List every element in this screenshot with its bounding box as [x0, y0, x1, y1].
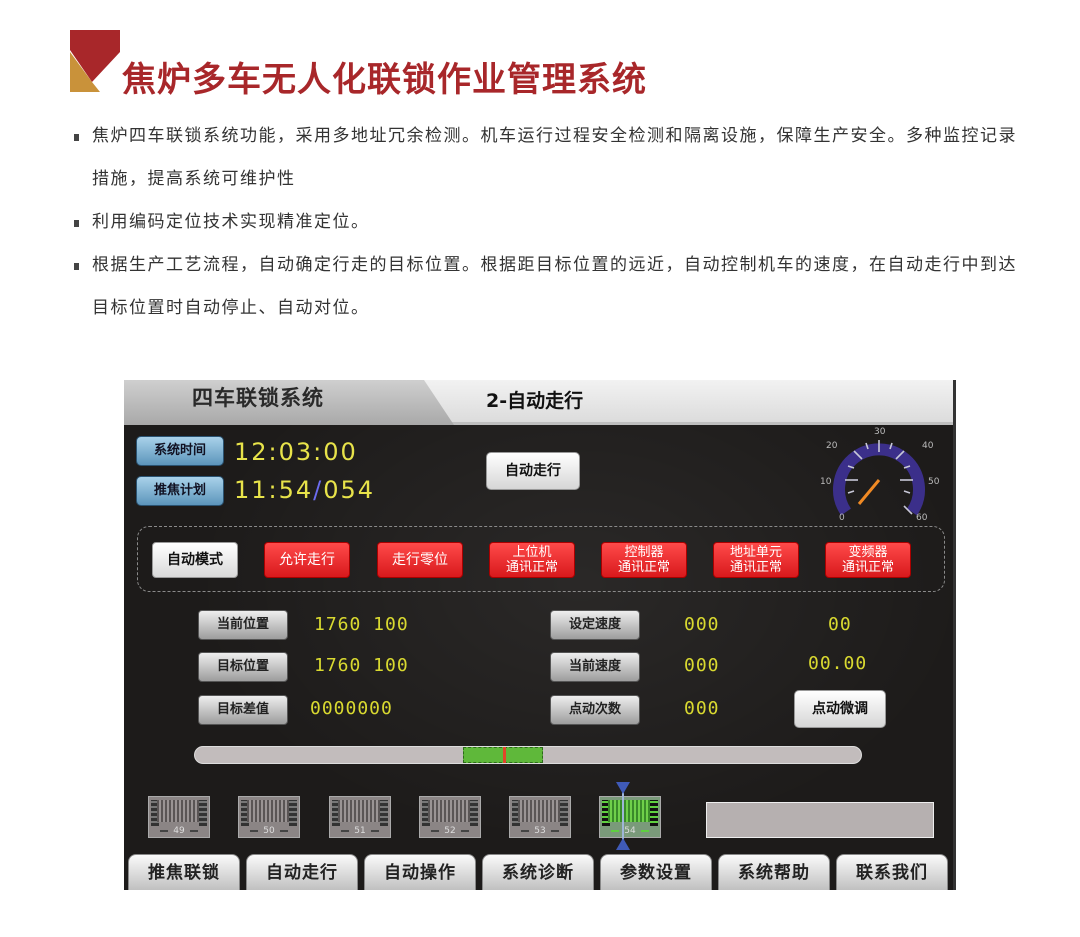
oven-number: 52	[420, 826, 480, 836]
walk-zero-indicator: 走行零位	[377, 542, 463, 578]
hmi-header: 四车联锁系统 2-自动走行	[124, 380, 953, 425]
feature-item: 根据生产工艺流程，自动确定行走的目标位置。根据距目标位置的远近，自动控制机车的速…	[72, 244, 1022, 330]
address-unit-comm-line1: 地址单元	[729, 545, 782, 560]
target-difference-label: 目标差值	[198, 695, 288, 725]
target-position-value: 1760 100	[314, 655, 409, 676]
jog-count-value: 000	[684, 698, 720, 719]
oven-49[interactable]: 49	[148, 796, 210, 838]
hmi-screen: 四车联锁系统 2-自动走行 系统时间 12:03:00 推焦计划 11:54/0…	[124, 380, 956, 890]
gauge-label-60: 60	[916, 513, 928, 523]
current-speed-extra: 00.00	[808, 653, 868, 674]
controller-comm-indicator: 控制器 通讯正常	[601, 542, 687, 578]
inverter-comm-line2: 通讯正常	[841, 560, 894, 575]
jog-adjust-button[interactable]: 点动微调	[794, 690, 886, 728]
nav-push-coke-interlock[interactable]: 推焦联锁	[128, 854, 240, 890]
gauge-label-0: 0	[839, 513, 845, 523]
oven-54-active[interactable]: 54	[599, 796, 661, 838]
controller-comm-line1: 控制器	[624, 545, 664, 560]
host-comm-line1: 上位机	[512, 545, 552, 560]
speed-gauge: 0 10 20 30 40 50 60	[820, 427, 940, 523]
controller-comm-line2: 通讯正常	[617, 560, 670, 575]
gauge-label-30: 30	[874, 427, 886, 437]
auto-walk-button[interactable]: 自动走行	[486, 452, 580, 490]
gauge-needle	[857, 479, 881, 505]
current-position-label: 当前位置	[198, 610, 288, 640]
nav-auto-walk[interactable]: 自动走行	[246, 854, 358, 890]
system-name-tab	[124, 380, 454, 425]
system-name: 四车联锁系统	[192, 386, 324, 410]
walk-permitted-indicator: 允许走行	[264, 542, 350, 578]
push-plan-time: 11:54	[234, 476, 314, 504]
feature-list: 焦炉四车联锁系统功能，采用多地址冗余检测。机车运行过程安全检测和隔离设施，保障生…	[72, 115, 1022, 330]
oven-number: 54	[600, 826, 660, 836]
oven-number: 53	[510, 826, 570, 836]
inverter-comm-indicator: 变频器 通讯正常	[825, 542, 911, 578]
current-speed-label: 当前速度	[550, 652, 640, 682]
push-plan-oven: 054	[323, 476, 376, 504]
set-speed-value: 000	[684, 614, 720, 635]
oven-number: 51	[330, 826, 390, 836]
gauge-label-50: 50	[928, 477, 940, 487]
gauge-labels: 0 10 20 30 40 50 60	[820, 427, 940, 523]
status-strip: 自动模式 允许走行 走行零位 上位机 通讯正常 控制器 通讯正常 地址单元 通讯…	[137, 526, 945, 592]
pointer-up-icon	[616, 838, 630, 850]
gauge-ticks	[845, 440, 913, 515]
push-plan-value: 11:54/054	[234, 476, 375, 504]
host-comm-line2: 通讯正常	[505, 560, 558, 575]
oven-51[interactable]: 51	[329, 796, 391, 838]
screen-name: 2-自动走行	[486, 390, 584, 412]
feature-item: 焦炉四车联锁系统功能，采用多地址冗余检测。机车运行过程安全检测和隔离设施，保障生…	[72, 115, 1022, 201]
current-speed-value: 000	[684, 655, 720, 676]
set-speed-extra: 00	[828, 614, 852, 635]
nav-system-help[interactable]: 系统帮助	[718, 854, 830, 890]
car-position-marker	[503, 747, 506, 763]
auto-mode-button[interactable]: 自动模式	[152, 542, 238, 578]
set-speed-label: 设定速度	[550, 610, 640, 640]
position-track	[194, 746, 862, 764]
gauge-label-10: 10	[820, 477, 832, 487]
nav-parameter-settings[interactable]: 参数设置	[600, 854, 712, 890]
car-pointer-line	[622, 784, 624, 850]
nav-contact-us[interactable]: 联系我们	[836, 854, 948, 890]
bottom-nav: 推焦联锁 自动走行 自动操作 系统诊断 参数设置 系统帮助 联系我们	[124, 850, 953, 890]
address-unit-comm-line2: 通讯正常	[729, 560, 782, 575]
nav-auto-operation[interactable]: 自动操作	[364, 854, 476, 890]
push-plan-separator: /	[313, 476, 324, 504]
nav-system-diagnosis[interactable]: 系统诊断	[482, 854, 594, 890]
oven-50[interactable]: 50	[238, 796, 300, 838]
gauge-label-20: 20	[826, 441, 838, 451]
target-position-label: 目标位置	[198, 652, 288, 682]
oven-53[interactable]: 53	[509, 796, 571, 838]
oven-number: 49	[149, 826, 209, 836]
jog-count-label: 点动次数	[550, 695, 640, 725]
brand-logo-icon	[70, 30, 120, 92]
address-unit-comm-indicator: 地址单元 通讯正常	[713, 542, 799, 578]
system-time-label: 系统时间	[136, 436, 224, 466]
target-difference-value: 0000000	[310, 698, 393, 719]
inverter-comm-line1: 变频器	[848, 545, 888, 560]
pointer-down-icon	[616, 782, 630, 794]
host-comm-indicator: 上位机 通讯正常	[489, 542, 575, 578]
feature-item: 利用编码定位技术实现精准定位。	[72, 201, 1022, 244]
page-title: 焦炉多车无人化联锁作业管理系统	[122, 60, 647, 100]
oven-52[interactable]: 52	[419, 796, 481, 838]
gauge-label-40: 40	[922, 441, 934, 451]
current-position-value: 1760 100	[314, 614, 409, 635]
system-time-value: 12:03:00	[234, 438, 358, 466]
push-plan-label: 推焦计划	[136, 476, 224, 506]
oven-number: 50	[239, 826, 299, 836]
message-box	[706, 802, 934, 838]
